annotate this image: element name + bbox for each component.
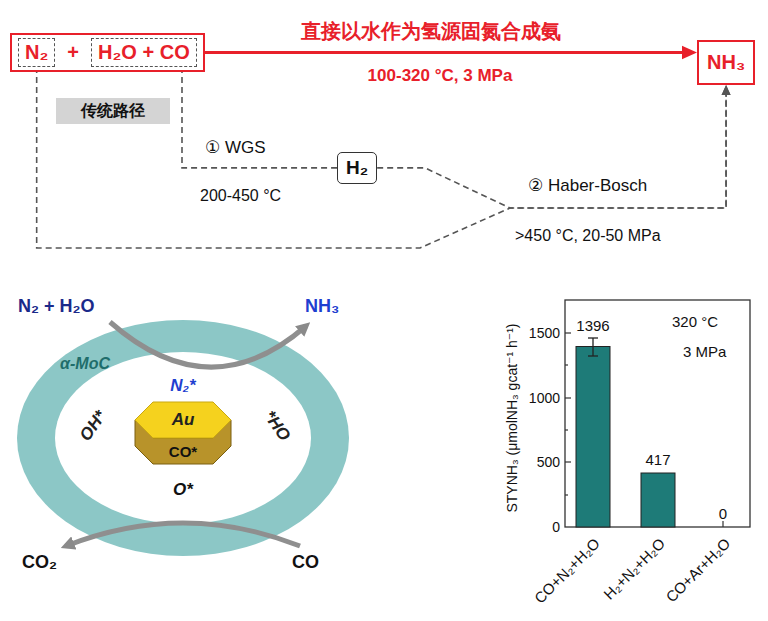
nitrogen-box: N₂ (18, 38, 55, 67)
annotation-label: N₂ + H₂O (18, 296, 95, 317)
arrow-head (682, 46, 697, 60)
axis-ticks (565, 333, 723, 527)
gold-particle: AuCO* (133, 400, 233, 466)
chart-label: CO+Ar+H₂O (662, 534, 733, 605)
chart-label: 417 (645, 451, 670, 468)
annotation-label: NH₃ (305, 296, 339, 317)
bar (576, 347, 610, 528)
annotation-label: CO (292, 552, 319, 573)
node-text: Au (172, 410, 195, 430)
annotation-label: 100-320 °C, 3 MPa (368, 66, 513, 86)
node-text: N₂ (25, 41, 48, 64)
edge-label: 直接以水作为氢源固氮合成氨 (299, 20, 563, 43)
chart-label: 1396 (576, 317, 609, 334)
node-text: N₂* (170, 376, 195, 396)
annotation-label: ② Haber-Bosch (528, 176, 647, 196)
chart-frame (565, 300, 750, 527)
chart-label: 0 (552, 519, 560, 535)
node-text: H₂O + CO (98, 41, 190, 64)
connector (182, 67, 337, 168)
chart-label: 0 (719, 505, 727, 522)
node-text: 传统路径 (81, 102, 145, 120)
chart-label: 320 °C (672, 313, 718, 330)
annotation-label: 200-450 °C (200, 187, 281, 205)
chart-label: CO+N₂+H₂O (531, 534, 603, 606)
hydrogen-box: H₂ (337, 152, 377, 184)
chart-label: STYNH₃ (μmolNH₃ gcat⁻¹ h⁻¹) (504, 323, 520, 512)
connector (37, 67, 726, 248)
annotation-label: >450 °C, 20-50 MPa (515, 227, 661, 245)
arrow-head (722, 85, 731, 95)
reaction-arc (66, 523, 300, 546)
hydrogen-source-box: H₂O + CO (91, 38, 197, 67)
node-text: NH₃ (707, 51, 745, 74)
route-band: 传统路径 (56, 98, 170, 124)
node-text: + (67, 41, 79, 64)
node-text: O* (173, 480, 193, 500)
node-text: α-MoC (60, 355, 110, 373)
arrow-head (722, 85, 731, 95)
annotation-label: ① WGS (205, 138, 266, 158)
connector (205, 51, 685, 54)
bar (641, 473, 675, 527)
chart-label: 1000 (529, 390, 560, 406)
chart-label: 1500 (529, 325, 560, 341)
connector (377, 93, 726, 208)
node-text: CO* (169, 443, 197, 460)
annotation-label: CO₂ (22, 552, 57, 573)
product-box: NH₃ (697, 40, 755, 85)
chart-label: 500 (537, 454, 560, 470)
chart-label: H₂+N₂+H₂O (600, 534, 668, 602)
error-bar (588, 338, 598, 356)
reaction-arc (110, 322, 306, 367)
reaction-box: + N₂ H₂O + CO (10, 33, 205, 72)
chart-label: 3 MPa (683, 343, 726, 360)
node-text: H₂ (346, 157, 368, 179)
